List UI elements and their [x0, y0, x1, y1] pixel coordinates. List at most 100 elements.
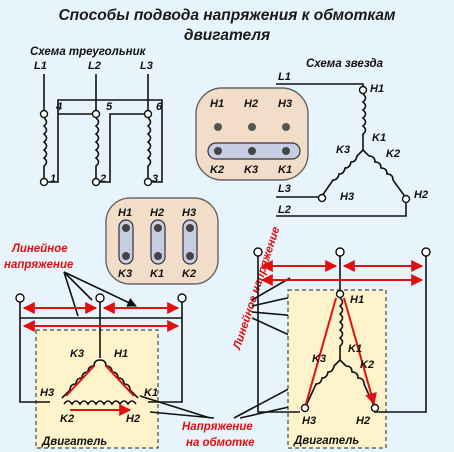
triangle-terminal-2 [91, 177, 101, 187]
triangle-screw-1 [122, 224, 130, 232]
br-terminal-h1 [335, 289, 345, 299]
bl-supply-terminal-2 [95, 293, 105, 303]
bl-supply-terminal-3 [177, 293, 187, 303]
br-terminal-h2 [370, 403, 380, 413]
bl-coil-left [61, 359, 101, 399]
star-block-k3: K3 [244, 164, 258, 176]
triangle-line-l1: L1 [34, 60, 47, 72]
star-bar-screw-1 [214, 147, 222, 155]
line-voltage-label-1: Линейное [11, 243, 68, 255]
star-block-screw-2 [248, 123, 256, 131]
triangle-block-k2: K2 [182, 268, 196, 280]
triangle-label-1: 1 [50, 173, 56, 185]
br-coil-top [338, 297, 344, 360]
triangle-supply-wires [43, 74, 149, 112]
winding-voltage-label-1: Напряжение [182, 421, 253, 433]
terminal-block-triangle: H1 H2 H3 K3 K1 K2 [105, 197, 219, 285]
star-block-h3: H3 [278, 98, 292, 110]
triangle-terminal-4 [39, 109, 49, 119]
star-label-k1: K1 [372, 132, 386, 144]
bl-supply-terminal-1 [15, 293, 25, 303]
triangle-screw-5 [154, 252, 162, 260]
terminal-block-star: H1 H2 H3 K2 K3 K1 [195, 87, 309, 181]
br-supply-terminal-3 [421, 247, 431, 257]
bl-label-h1: H1 [114, 348, 128, 360]
triangle-coil-3 [146, 117, 152, 182]
bl-winding-voltage-arrows [65, 365, 134, 410]
star-block-h2: H2 [244, 98, 258, 110]
line-voltage-label-2: напряжение [4, 259, 74, 271]
triangle-block-k3: K3 [118, 268, 132, 280]
triangle-terminal-3 [143, 177, 153, 187]
bl-supply-frame [19, 300, 183, 319]
triangle-block-h2: H2 [150, 207, 164, 219]
triangle-line-l3: L3 [140, 60, 153, 72]
br-supply-terminal-1 [253, 247, 263, 257]
star-terminal-h1 [358, 85, 368, 95]
triangle-scheme: Схема треугольник L1 L2 L3 4 5 6 1 2 3 [30, 46, 163, 187]
br-caption: Двигатель [293, 435, 359, 447]
bottom-right-diagram: Линейное напряжение H1 K1 K3 K2 H3 H2 Дв… [231, 225, 431, 449]
triangle-label-3: 3 [152, 173, 158, 185]
star-block-h1: H1 [210, 98, 224, 110]
star-line-l1: L1 [278, 71, 291, 83]
triangle-screw-6 [186, 252, 194, 260]
star-scheme-title: Схема звезда [306, 58, 384, 70]
br-coil-right [339, 359, 375, 407]
motor-box-left [35, 329, 159, 449]
triangle-scheme-title: Схема треугольник [30, 46, 147, 58]
star-l1-wire [276, 83, 364, 88]
star-block-screw-1 [214, 123, 222, 131]
winding-voltage-pointers [139, 367, 338, 419]
triangle-terminal-6 [143, 109, 153, 119]
line-voltage-rotated: Линейное напряжение [231, 225, 283, 352]
title-line-1: Способы подвода напряжения к обмоткам [58, 7, 396, 24]
triangle-line-l2: L2 [88, 60, 101, 72]
star-coil-2 [321, 149, 364, 197]
br-label-h1: H1 [350, 294, 364, 306]
star-label-k3: K3 [336, 144, 350, 156]
br-label-h3: H3 [302, 415, 316, 427]
winding-voltage-label-2: на обмотке [186, 437, 255, 449]
triangle-screw-3 [186, 224, 194, 232]
triangle-jumper-2 [150, 219, 166, 265]
triangle-jumpers [44, 99, 163, 183]
triangle-block-h3: H3 [182, 207, 196, 219]
triangle-terminal-5 [91, 109, 101, 119]
bl-label-k3: K3 [70, 348, 84, 360]
br-supply-terminal-2 [335, 247, 345, 257]
triangle-screw-2 [154, 224, 162, 232]
br-label-h2: H2 [356, 415, 370, 427]
star-coil-3 [362, 149, 407, 199]
triangle-coil-1 [42, 117, 48, 182]
br-label-k2: K2 [360, 359, 374, 371]
motor-box-right [287, 289, 387, 449]
triangle-jumper-1 [118, 219, 134, 265]
bl-label-h2: H2 [126, 413, 140, 425]
bl-coil-right [99, 359, 139, 399]
triangle-block-k1: K1 [150, 268, 164, 280]
star-coil-1 [361, 93, 367, 150]
bl-label-h3: H3 [40, 387, 54, 399]
bl-label-k1: K1 [144, 387, 158, 399]
star-label-k2: K2 [386, 148, 400, 160]
star-block-k2: K2 [210, 164, 224, 176]
bottom-left-diagram: Линейное напряжение K3 H1 H3 K1 K2 H2 Дв… [4, 243, 187, 449]
star-line-l3: L3 [278, 183, 291, 195]
triangle-jumper-3 [182, 219, 198, 265]
rotated-voltage-pointers [251, 277, 321, 340]
star-label-h1: H1 [370, 83, 384, 95]
triangle-label-2: 2 [99, 173, 106, 185]
br-terminal-h3 [300, 403, 310, 413]
bl-caption: Двигатель [41, 436, 107, 448]
br-coil-left [305, 359, 341, 407]
triangle-coil-2 [94, 117, 100, 182]
br-label-k3: K3 [312, 353, 326, 365]
star-label-h2: H2 [414, 189, 428, 201]
triangle-terminal-1 [39, 177, 49, 187]
triangle-label-6: 6 [156, 101, 163, 113]
br-winding-voltage-arrows [305, 297, 374, 404]
triangle-block-h1: H1 [118, 207, 132, 219]
